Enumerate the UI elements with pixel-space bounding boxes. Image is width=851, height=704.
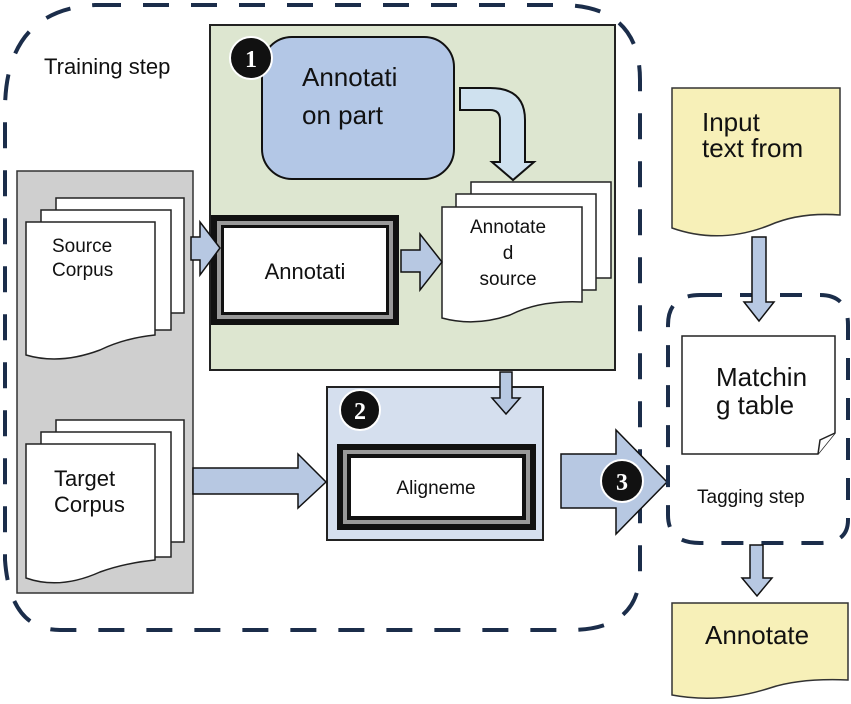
matching-table-line-2: g table — [716, 390, 794, 420]
svg-text:2: 2 — [354, 399, 366, 425]
annotated-source-line-3: source — [479, 269, 536, 290]
annotated-source-line-2: d — [503, 243, 514, 264]
target-corpus-doc — [25, 419, 185, 584]
step-marker-1: 1 — [229, 36, 273, 80]
annotation-box — [211, 215, 399, 325]
source-corpus-line-2: Corpus — [52, 260, 113, 281]
svg-text:1: 1 — [245, 47, 257, 73]
arrow-source-to-annotation — [190, 219, 221, 278]
matching-table-line-1: Matchin — [716, 362, 807, 392]
training-step-boundary — [2, 2, 642, 632]
tagging-step-label: Tagging step — [697, 487, 805, 508]
source-corpus-line-1: Source — [52, 236, 112, 257]
step-marker-2: 2 — [339, 389, 381, 431]
alignment-box-label: Aligneme — [396, 478, 475, 499]
annotation-part-line-2: on part — [302, 100, 384, 130]
input-text-line-2: text from — [702, 133, 803, 163]
tagging-step-boundary — [666, 293, 850, 545]
annotated-source-doc — [441, 181, 612, 323]
annotation-part-box — [261, 36, 455, 180]
curved-arrow — [459, 87, 537, 182]
annotated-source-line-1: Annotate — [470, 217, 546, 238]
input-text-doc — [671, 87, 841, 237]
target-corpus-line-2: Corpus — [54, 492, 125, 517]
svg-text:3: 3 — [616, 470, 628, 496]
annotation-box-label: Annotati — [265, 259, 346, 284]
annotation-part-line-1: Annotati — [302, 62, 397, 92]
arrow-to-alignment — [490, 371, 522, 416]
matching-table-doc — [681, 335, 836, 455]
target-corpus-line-1: Target — [54, 466, 115, 491]
arrow-to-annotated-source — [400, 231, 443, 293]
training-step-label: Training step — [44, 54, 170, 79]
source-corpus-doc — [25, 197, 185, 360]
arrow-input-to-matching — [742, 236, 776, 323]
output-annotated-label: Annotate — [705, 620, 809, 650]
input-text-line-1: Input — [702, 107, 761, 137]
alignment-box — [337, 444, 536, 530]
arrow-target-to-alignment — [192, 452, 328, 510]
step-marker-3: 3 — [600, 459, 644, 503]
output-annotated-doc — [671, 602, 849, 699]
arrow-to-output — [740, 544, 774, 598]
